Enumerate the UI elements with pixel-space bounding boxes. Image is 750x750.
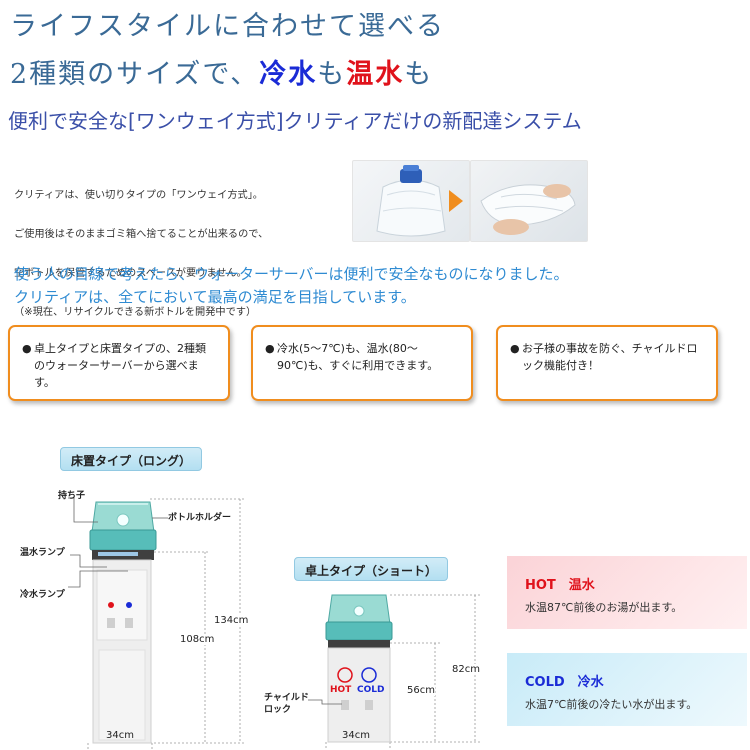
subheadline: 便利で安全な[ワンウェイ方式]クリティアだけの新配達システム <box>8 109 582 133</box>
headline-hot-word: 温水 <box>346 59 405 90</box>
bullet-icon: ● <box>510 342 520 355</box>
feature-line: お子様の事故を防ぐ、チャイルドロ <box>522 342 698 355</box>
cold-info-panel: COLD 冷水 水温7℃前後の冷たい水が出ます。 <box>507 653 747 726</box>
intro-line: （※現在、リサイクルできる新ボトルを開発中です） <box>14 307 257 318</box>
intro-line: 空ボトルを保管するためのスペースが要りません。 <box>14 268 247 279</box>
hot-info-panel: HOT 温水 水温87℃前後のお湯が出ます。 <box>507 556 747 629</box>
floor-type-tag: 床置タイプ（ロング） <box>60 447 203 471</box>
floor-width: 34cm <box>106 730 134 741</box>
cold-label: COLD <box>357 685 385 695</box>
feature-line: 卓上タイプと床置タイプの、2種類 <box>34 342 206 355</box>
headline-line1: ライフスタイルに合わせて選べる <box>10 11 445 42</box>
table-body-height: 56cm <box>407 685 435 696</box>
callout-cold-lamp: 冷水ランプ <box>20 590 65 600</box>
headline-line2-mid: も <box>317 59 347 90</box>
table-type-tag: 卓上タイプ（ショート） <box>294 557 449 581</box>
feature-text: ● 冷水(5〜7℃)も、温水(80〜 90℃)も、すぐに利用できます。 <box>265 340 461 374</box>
feature-line: す。 <box>34 376 55 389</box>
floor-total-height: 134cm <box>214 615 249 626</box>
headline-line2-suffix: も <box>404 59 434 90</box>
lead-line2: クリティアは、全てにおいて最高の満足を目指しています。 <box>14 288 416 306</box>
callout-handle: 持ち子 <box>58 491 86 501</box>
feature-text: ● 卓上タイプと床置タイプの、2種類 のウォーターサーバーから選べま す。 <box>22 340 218 391</box>
feature-line: ック機能付き！ <box>522 359 599 372</box>
hot-panel-desc: 水温87℃前後のお湯が出ます。 <box>525 601 683 614</box>
hot-panel-title: HOT 温水 <box>525 578 595 593</box>
cold-panel-desc: 水温7℃前後の冷たい水が出ます。 <box>525 698 698 711</box>
callout-child-lock-line1: チャイルド <box>264 693 309 703</box>
crushed-bottle-photo <box>470 160 588 242</box>
callout-hot-lamp: 温水ランプ <box>20 548 65 558</box>
cold-panel-title: COLD 冷水 <box>525 675 604 690</box>
table-total-height: 82cm <box>452 664 480 675</box>
callout-child-lock-line2: ロック <box>264 705 292 715</box>
arrow-right-icon <box>447 188 465 218</box>
feature-line: 冷水(5〜7℃)も、温水(80〜 <box>277 342 418 355</box>
lead-line1: 使う人の目線で考えたら、ウォーターサーバーは便利で安全なものになりました。 <box>14 265 569 283</box>
feature-line: のウォーターサーバーから選べま <box>34 359 199 372</box>
floor-body-height: 108cm <box>180 634 215 645</box>
feature-card: ● お子様の事故を防ぐ、チャイルドロ ック機能付き！ <box>496 325 718 401</box>
feature-card: ● 卓上タイプと床置タイプの、2種類 のウォーターサーバーから選べま す。 <box>8 325 230 401</box>
feature-line: 90℃)も、すぐに利用できます。 <box>277 359 439 372</box>
intro-line: ご使用後はそのままゴミ箱へ捨てることが出来るので、 <box>14 229 269 240</box>
callout-bottle-holder: ボトルホルダー <box>168 513 232 523</box>
intro-line: クリティアは、使い切りタイプの「ワンウェイ方式」。 <box>14 190 263 201</box>
hot-label: HOT <box>330 685 352 695</box>
callout-child-lock: チャイルド ロック <box>264 692 309 716</box>
feature-card: ● 冷水(5〜7℃)も、温水(80〜 90℃)も、すぐに利用できます。 <box>251 325 473 401</box>
intro-text: クリティアは、使い切りタイプの「ワンウェイ方式」。 ご使用後はそのままゴミ箱へ捨… <box>14 163 268 332</box>
bullet-icon: ● <box>22 342 32 355</box>
headline-cold-word: 冷水 <box>259 59 318 90</box>
table-width: 34cm <box>342 730 370 741</box>
feature-text: ● お子様の事故を防ぐ、チャイルドロ ック機能付き！ <box>510 340 706 374</box>
headline-line2-prefix: 2種類のサイズで、 <box>10 59 260 90</box>
floor-server-illustration <box>68 497 245 749</box>
bullet-icon: ● <box>265 342 275 355</box>
headline-line2: 2種類のサイズで、冷水も温水も <box>10 52 433 91</box>
